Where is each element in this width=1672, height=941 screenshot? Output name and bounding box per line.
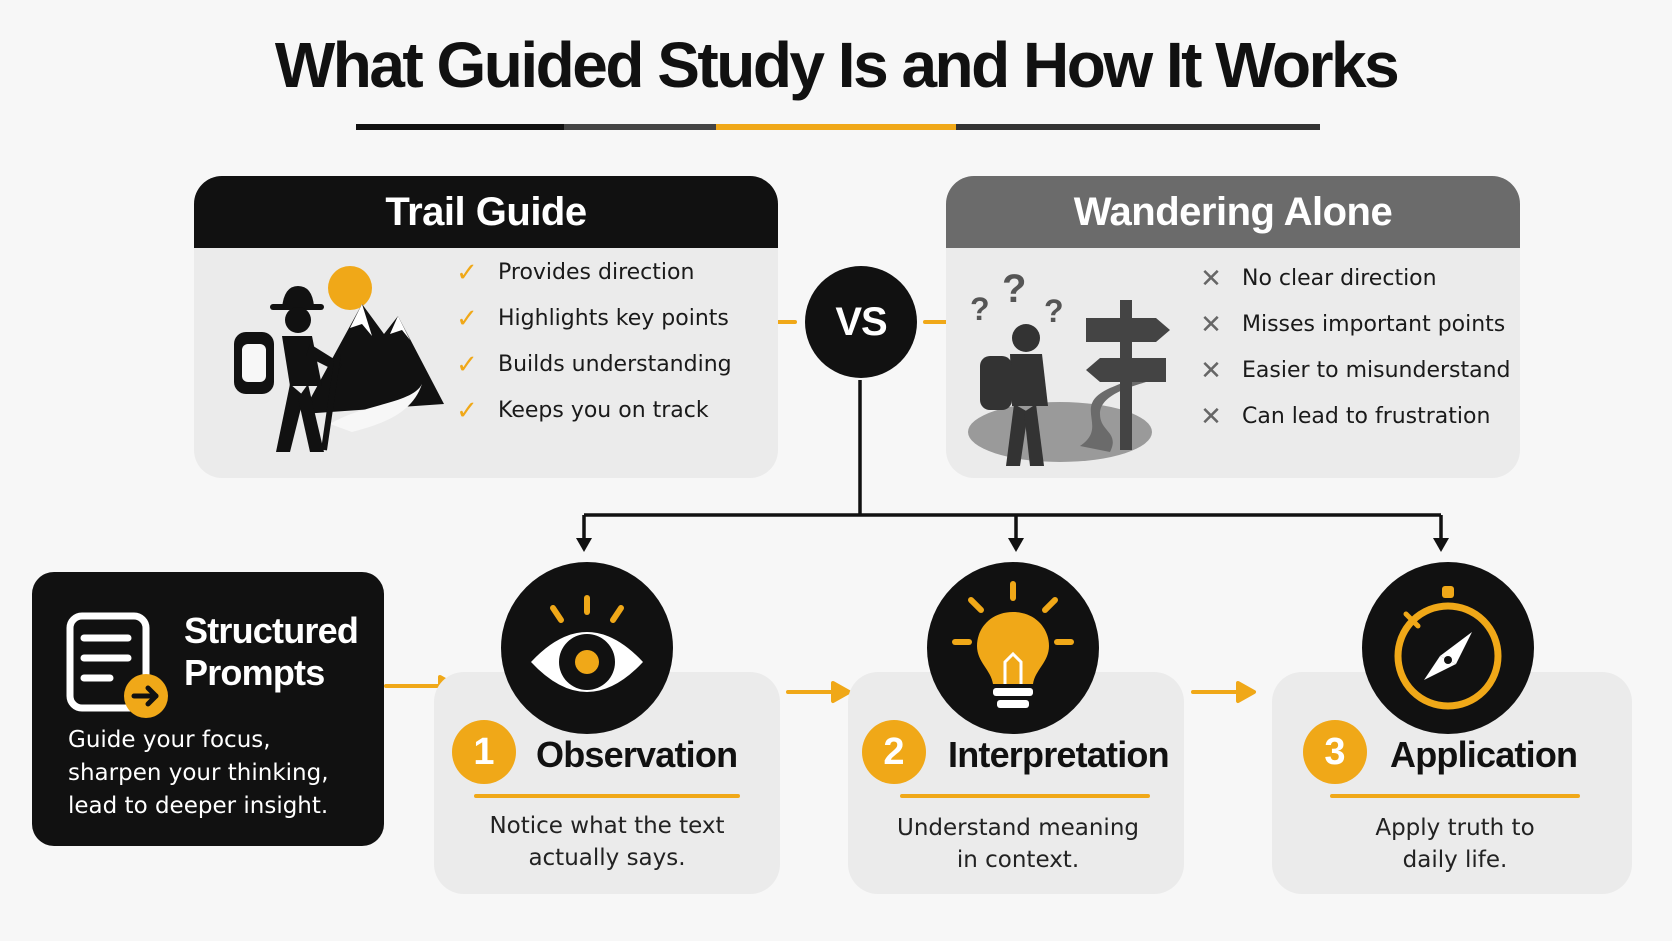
step-application-icon-circle bbox=[1362, 562, 1534, 734]
structured-prompts-description: Guide your focus, sharpen your thinking,… bbox=[68, 727, 329, 819]
step-1-underline bbox=[474, 794, 740, 798]
list-item: ✕No clear direction bbox=[1196, 256, 1511, 302]
title-underline bbox=[356, 124, 564, 130]
check-icon: ✓ bbox=[456, 304, 478, 334]
vs-badge: VS bbox=[805, 266, 917, 378]
step-2-description: Understand meaning in context. bbox=[897, 815, 1139, 873]
x-icon: ✕ bbox=[1200, 402, 1222, 432]
step-observation-icon-circle bbox=[501, 562, 673, 734]
step-2-badge: 2 bbox=[862, 720, 926, 784]
check-icon: ✓ bbox=[456, 396, 478, 426]
trail-guide-benefits: ✓Provides direction ✓Highlights key poin… bbox=[452, 250, 732, 434]
list-item: ✓Keeps you on track bbox=[452, 388, 732, 434]
x-icon: ✕ bbox=[1200, 356, 1222, 386]
x-icon: ✕ bbox=[1200, 310, 1222, 340]
page-title: What Guided Study Is and How It Works bbox=[274, 29, 1400, 101]
title-underline-end bbox=[956, 124, 1320, 130]
svg-text:?: ? bbox=[1044, 293, 1064, 329]
step-3-description: Apply truth to daily life. bbox=[1375, 815, 1535, 873]
step-3-badge: 3 bbox=[1303, 720, 1367, 784]
trail-guide-heading: Trail Guide bbox=[194, 176, 778, 248]
document-arrow-icon bbox=[66, 612, 168, 718]
svg-text:?: ? bbox=[970, 291, 990, 327]
trail-guide-card: Trail Guide ✓Provides direction ✓Highlig… bbox=[194, 176, 778, 478]
wandering-alone-drawbacks: ✕No clear direction ✕Misses important po… bbox=[1196, 256, 1511, 440]
list-item: ✓Highlights key points bbox=[452, 296, 732, 342]
title-underline-mid bbox=[564, 124, 716, 130]
lightbulb-icon bbox=[952, 581, 1074, 708]
compass-icon bbox=[1394, 586, 1502, 710]
step-interpretation-icon-circle bbox=[927, 562, 1099, 734]
step-2-title: Interpretation bbox=[948, 734, 1170, 775]
step-1-title: Observation bbox=[536, 734, 738, 775]
list-item: ✓Builds understanding bbox=[452, 342, 732, 388]
list-item: ✓Provides direction bbox=[452, 250, 732, 296]
svg-text:?: ? bbox=[1002, 267, 1026, 311]
step-2-underline bbox=[900, 794, 1150, 798]
structured-prompts-title: Structured Prompts bbox=[184, 610, 359, 693]
list-item: ✕Easier to misunderstand bbox=[1196, 348, 1510, 394]
step-3-title: Application bbox=[1390, 734, 1578, 775]
wandering-alone-heading: Wandering Alone bbox=[946, 176, 1520, 248]
check-icon: ✓ bbox=[456, 350, 478, 380]
hiker-mountain-icon bbox=[234, 266, 444, 452]
lost-hiker-signpost-icon: ? ? ? bbox=[968, 267, 1170, 466]
list-item: ✕Can lead to frustration bbox=[1196, 394, 1511, 440]
check-icon: ✓ bbox=[456, 258, 478, 288]
eye-icon bbox=[531, 595, 643, 692]
structured-prompts-box: Structured Prompts Guide your focus, sha… bbox=[32, 572, 384, 846]
title-underline-accent bbox=[716, 124, 956, 130]
list-item: ✕Misses important points bbox=[1196, 302, 1511, 348]
step-3-underline bbox=[1330, 794, 1580, 798]
step-1-badge: 1 bbox=[452, 720, 516, 784]
x-icon: ✕ bbox=[1200, 264, 1222, 294]
step-1-description: Notice what the text actually says. bbox=[489, 813, 725, 871]
wandering-alone-card: Wandering Alone ? ? ? ✕No clear directio… bbox=[946, 176, 1520, 478]
